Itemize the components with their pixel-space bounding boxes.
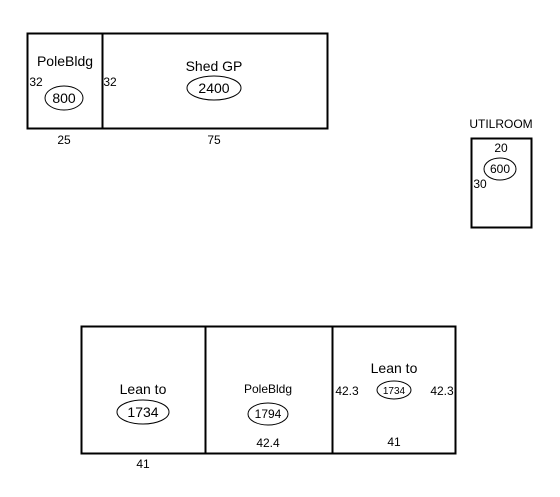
dim-side-polebldg-top: 32 [29, 75, 43, 89]
dim-bottom-leanto-left: 41 [136, 457, 150, 471]
dim-bottom-shed-gp: 75 [207, 133, 221, 147]
area-oval-polebldg-bottom [247, 402, 289, 426]
area-value-polebldg-top: 800 [52, 90, 76, 106]
area-value-shed-gp: 2400 [198, 80, 229, 96]
room-outline-utilroom[interactable] [470, 137, 533, 229]
area-value-leanto-right: 1734 [383, 386, 406, 397]
room-label-leanto-left: Lean to [120, 381, 167, 397]
area-oval-shed-gp [186, 75, 242, 101]
area-oval-leanto-right [376, 380, 412, 400]
area-value-polebldg-bottom: 1794 [255, 407, 282, 421]
room-label-shed-gp: Shed GP [186, 58, 243, 74]
room-outline-leanto-right[interactable] [331, 325, 457, 455]
dim-side-shed-gp: 32 [103, 75, 117, 89]
top-building-group: PoleBldg 800 32 25 Shed GP 2400 32 75 [26, 32, 329, 147]
area-oval-utilroom [483, 157, 517, 181]
room-label-leanto-right: Lean to [371, 360, 418, 376]
area-value-utilroom: 600 [490, 162, 510, 176]
dim-bottom-polebldg-bottom: 42.4 [256, 436, 280, 450]
area-oval-polebldg-top [44, 85, 84, 111]
room-label-utilroom: UTILROOM [469, 117, 532, 131]
dim-bottom-polebldg-top: 25 [57, 133, 71, 147]
room-outline-shed-gp[interactable] [101, 32, 329, 130]
area-oval-leanto-left [116, 399, 170, 425]
dim-right-leanto-right: 42.3 [430, 384, 454, 398]
room-label-polebldg-bottom: PoleBldg [244, 382, 292, 396]
bottom-building-group: Lean to 1734 41 PoleBldg 1794 42.4 Lean … [80, 325, 457, 471]
area-value-leanto-left: 1734 [127, 404, 158, 420]
dim-side-utilroom: 30 [473, 177, 487, 191]
room-label-polebldg-top: PoleBldg [37, 53, 93, 69]
dim-top-utilroom: 20 [494, 141, 508, 155]
dim-left-leanto-right: 42.3 [335, 384, 359, 398]
dim-bottom-leanto-right: 41 [387, 435, 401, 449]
utility-room-group: UTILROOM 20 600 30 [469, 117, 533, 229]
